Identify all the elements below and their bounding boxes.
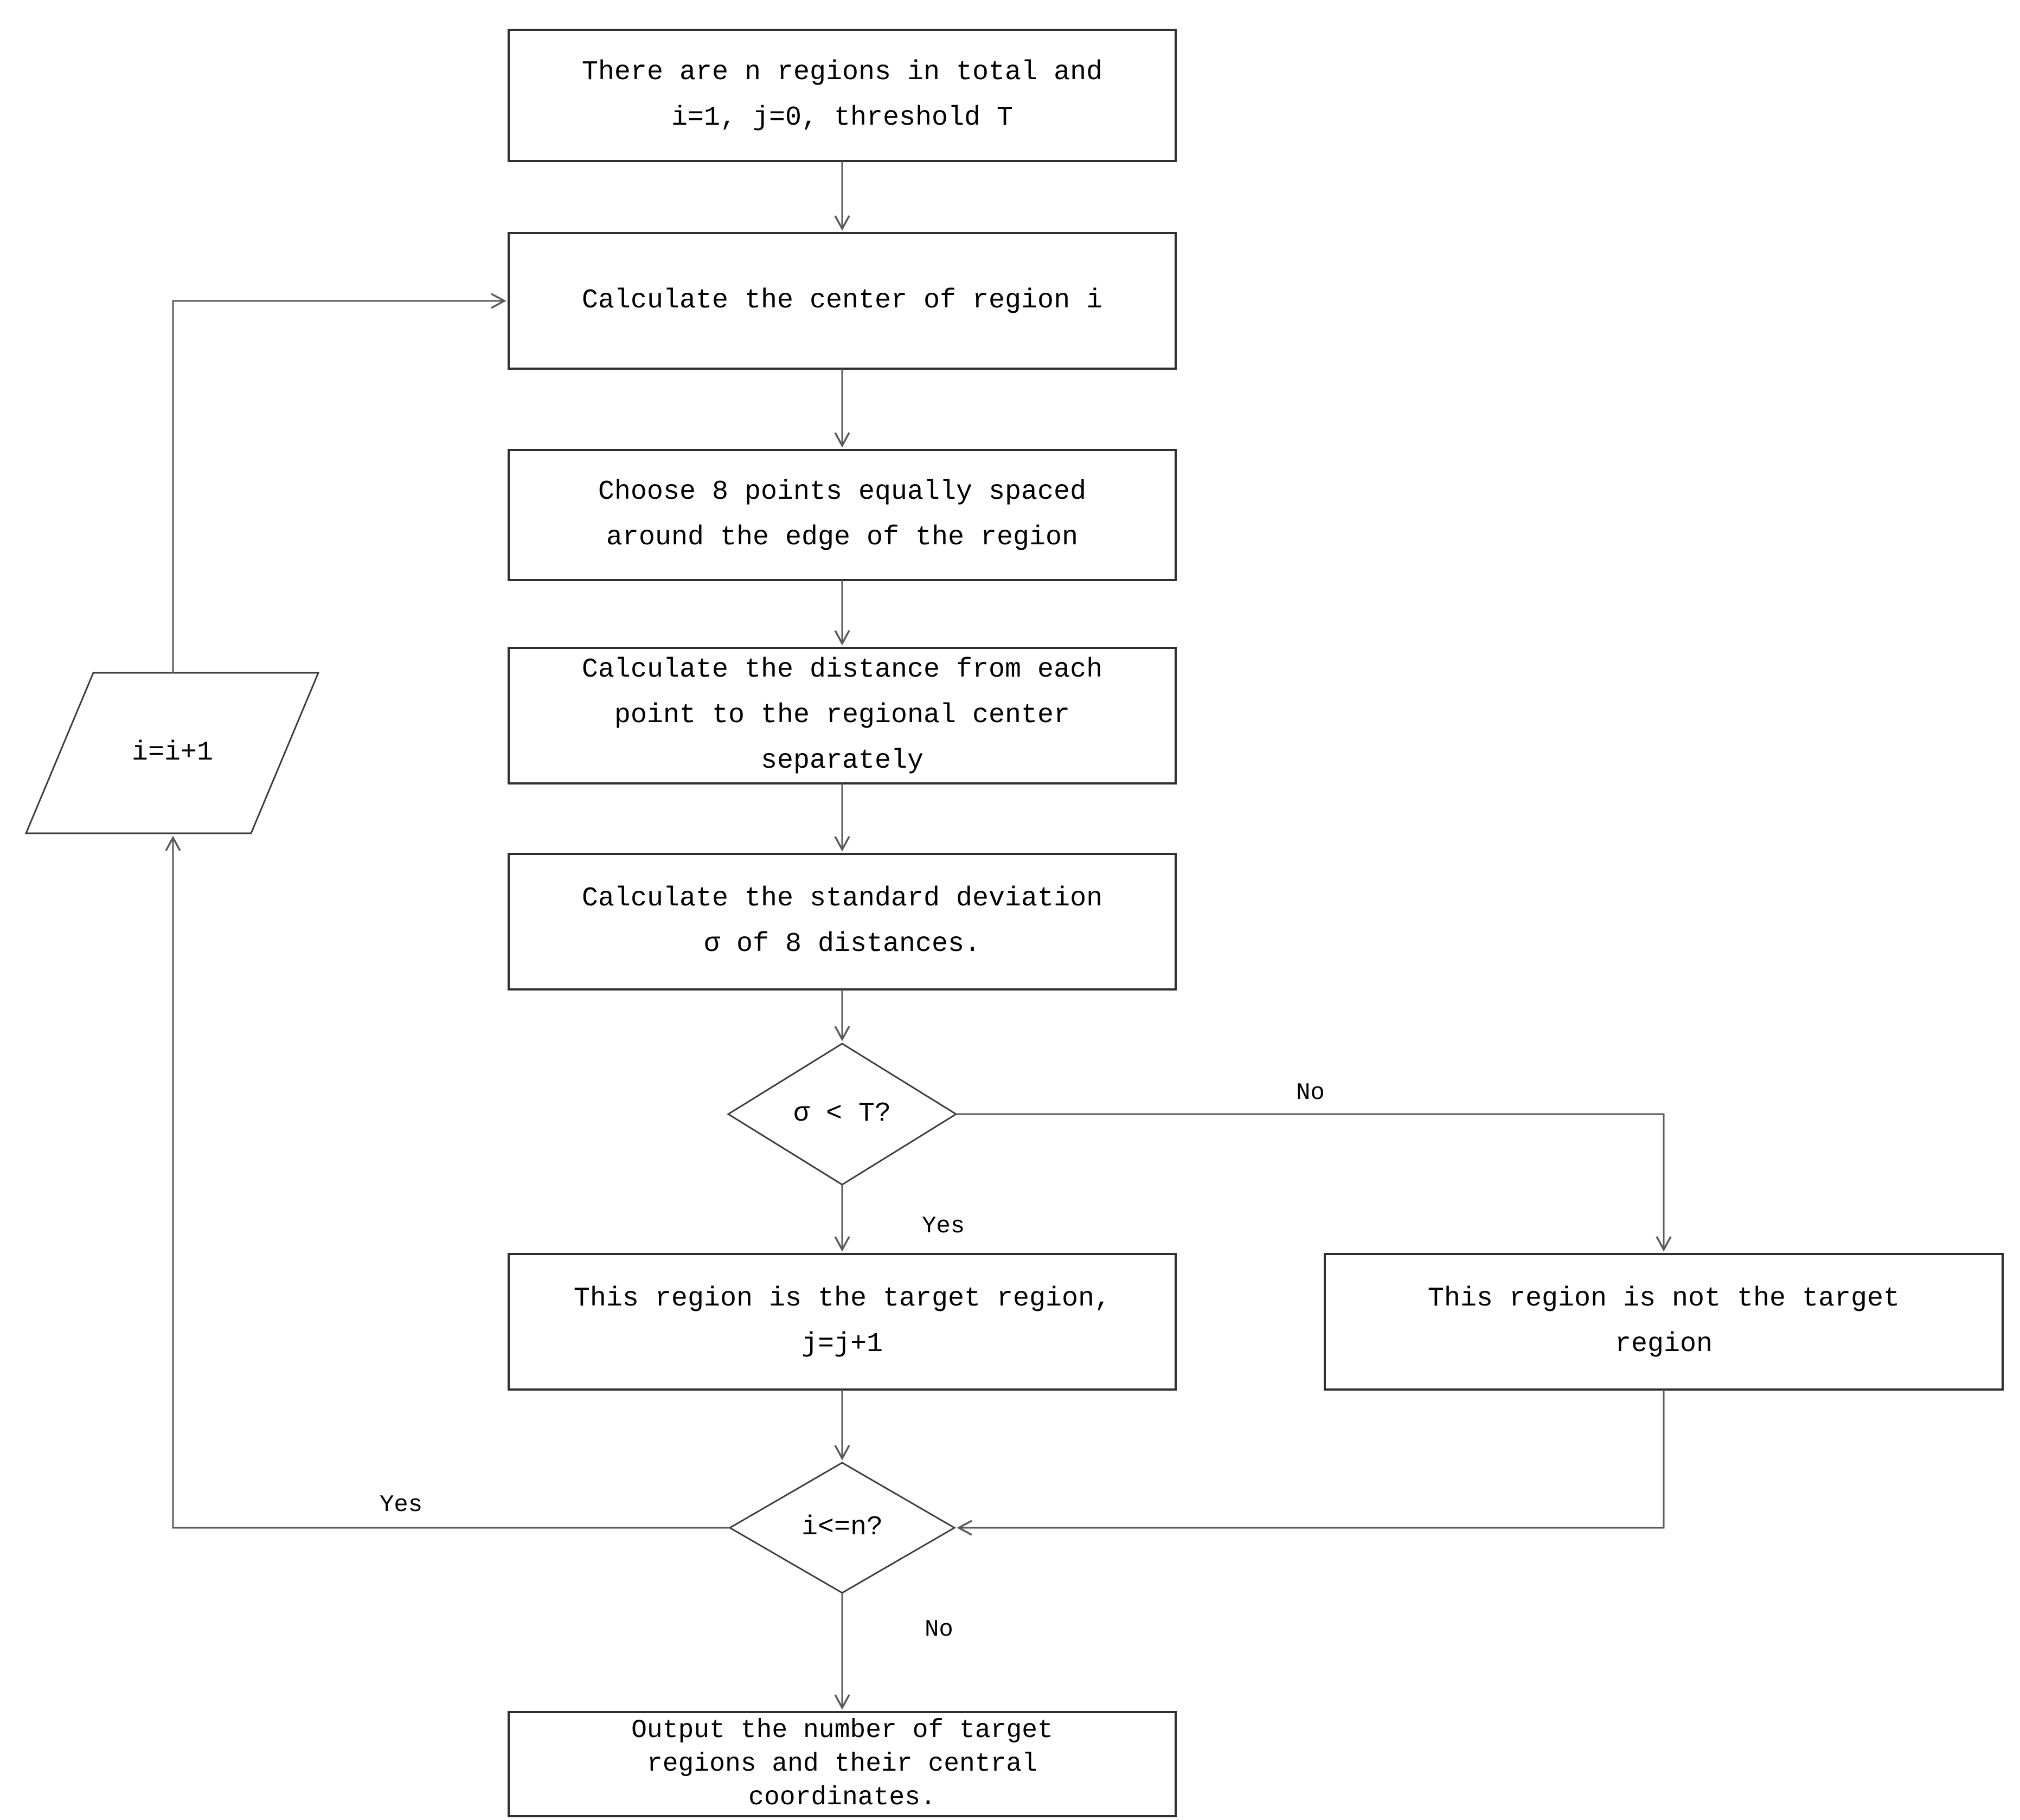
increment-parallelogram: [24, 672, 320, 834]
loop-yes-label: Yes: [380, 1491, 423, 1519]
loop-check-label: i<=n?: [801, 1512, 883, 1543]
calc-center-node-label: Calculate the center of region i: [581, 285, 1103, 316]
edge-loop-yes-to-increment: [165, 835, 730, 1529]
target-region-node-label: This region is the target region, j=j+1: [573, 1283, 1111, 1360]
calc-std-node-label: Calculate the standard deviation σ of 8 …: [581, 883, 1103, 960]
edge-increment-to-calc-center: [172, 293, 506, 673]
sigma-no-label: No: [1296, 1079, 1325, 1107]
output-node-label: Output the number of target regions and …: [631, 1716, 1053, 1812]
start-node-label: There are n regions in total and i=1, j=…: [581, 57, 1103, 133]
choose-points-node-label: Choose 8 points equally spaced around th…: [598, 477, 1087, 553]
edge-not-target-region-to-loop-check: [957, 1390, 1665, 1536]
increment-node-label: i=i+1: [131, 737, 214, 768]
start-box: [508, 29, 1177, 162]
calc-center-box: [508, 232, 1177, 370]
sigma-check-label: σ < T?: [793, 1098, 892, 1129]
output-box: [508, 1711, 1177, 1817]
choose-points-box: [508, 449, 1177, 581]
target-region-box: [508, 1253, 1177, 1391]
edge-sigma-no-to-not-target-region: [956, 1113, 1672, 1252]
calc-distance-node-label: Calculate the distance from each point t…: [581, 654, 1103, 776]
loop-no-label: No: [925, 1616, 953, 1643]
not-target-region-node-label: This region is not the target region: [1427, 1283, 1900, 1360]
calc-std-box: [508, 853, 1177, 991]
sigma-yes-label: Yes: [922, 1213, 965, 1240]
calc-distance-box: [508, 647, 1177, 784]
